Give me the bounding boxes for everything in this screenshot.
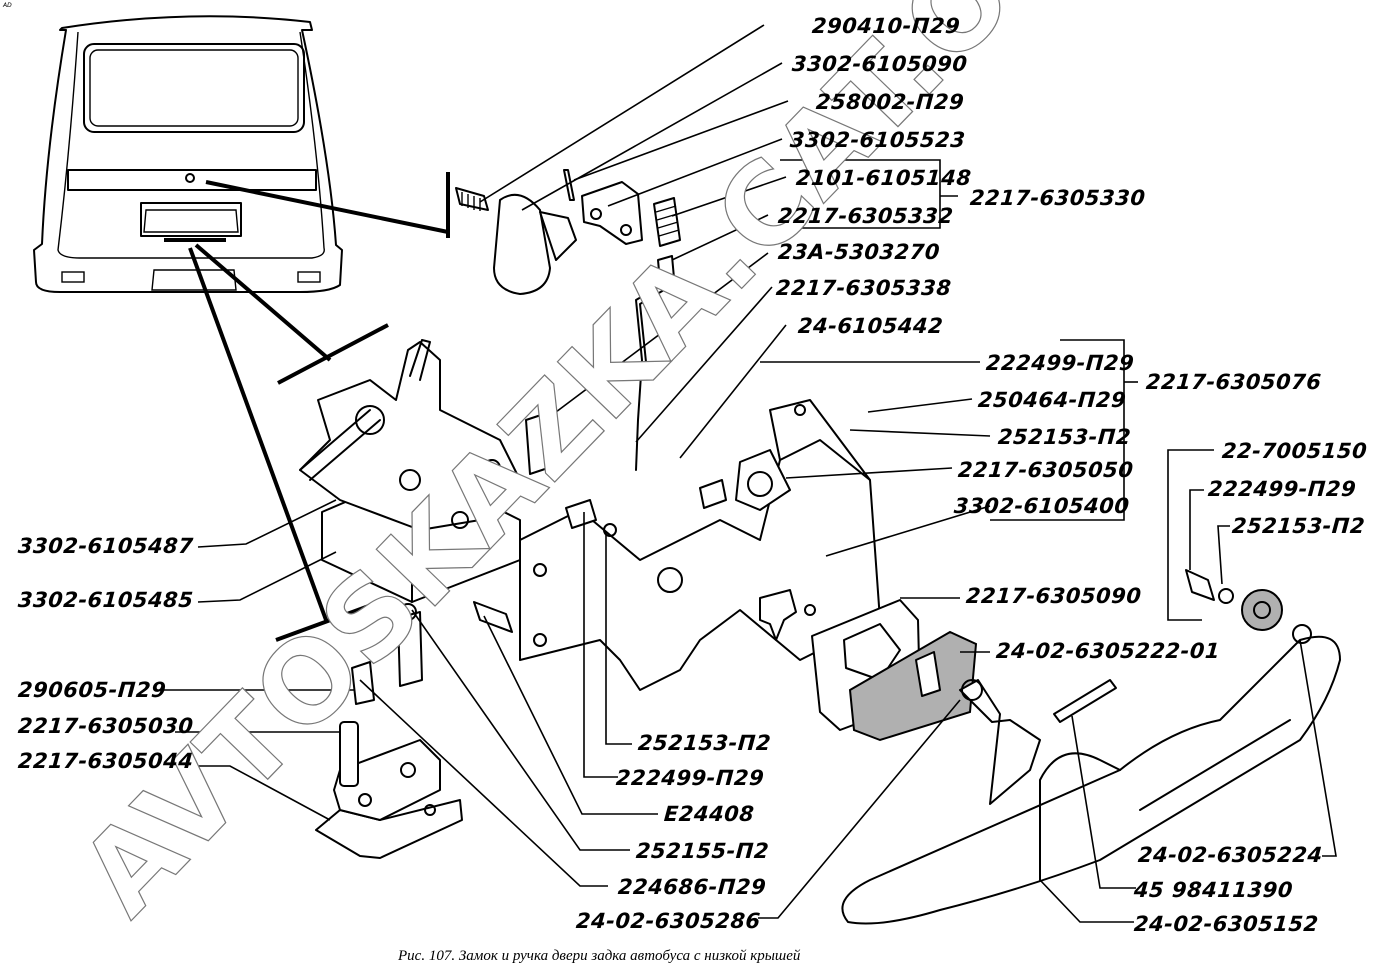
part-label: 252153-П2	[1231, 514, 1366, 538]
lock-cylinder-assembly	[455, 169, 681, 295]
label-leaders	[163, 24, 1337, 923]
part-label: 250464-П29	[977, 388, 1128, 412]
part-label: 3302-6105487	[17, 534, 195, 558]
corner-mark: AD	[3, 2, 12, 9]
part-label: 3302-6105485	[17, 588, 195, 612]
van-leader-lines	[188, 172, 450, 642]
part-label: 2217-6305338	[775, 276, 953, 300]
part-label: 23А-5303270	[777, 240, 941, 264]
part-label: 24-02-6305152	[1133, 912, 1320, 936]
part-label: 3302-6105090	[791, 52, 969, 76]
part-label: 258002-П29	[815, 90, 966, 114]
assembly-label: 2217-6305330	[969, 186, 1147, 210]
part-label: 22-7005150	[1221, 439, 1369, 463]
part-label: 252153-П2	[997, 425, 1132, 449]
part-label: 3302-6105400	[953, 494, 1131, 518]
part-label: 2217-6305030	[17, 714, 195, 738]
part-label: 2101-6105148	[795, 166, 973, 190]
part-label: 45 98411390	[1133, 878, 1294, 902]
part-label: 2217-6305044	[17, 749, 195, 773]
part-label: 24-02-6305222-01	[995, 639, 1221, 663]
mounting-bracket	[473, 399, 881, 691]
door-handle	[841, 569, 1341, 925]
part-label: 222499-П29	[615, 766, 766, 790]
part-label: 2217-6305332	[777, 204, 955, 228]
part-label: 224686-П29	[617, 875, 768, 899]
handle-plate	[811, 599, 978, 742]
part-label: 2217-6305050	[957, 458, 1135, 482]
part-label: 222499-П29	[985, 351, 1136, 375]
part-label: 24-02-6305224	[1137, 843, 1324, 867]
assembly-label: 2217-6305076	[1145, 370, 1323, 394]
figure-caption: Рис. 107. Замок и ручка двери задка авто…	[398, 948, 801, 964]
part-label: 222499-П29	[1207, 477, 1358, 501]
part-label: 24-02-6305286	[575, 909, 762, 933]
part-label: 290605-П29	[17, 678, 168, 702]
part-label: 2217-6305090	[965, 584, 1143, 608]
lock-mechanism	[299, 339, 521, 603]
part-label: 252153-П2	[637, 731, 772, 755]
lock-rod	[525, 285, 665, 475]
van-rear-view	[33, 15, 343, 293]
part-label: 24-6105442	[797, 314, 945, 338]
part-label: 252155-П2	[635, 839, 770, 863]
striker-plate	[315, 603, 463, 859]
handle-lever	[959, 679, 1117, 805]
part-label: Е24408	[663, 802, 756, 826]
part-label: 3302-6105523	[789, 128, 967, 152]
part-label: 290410-П29	[811, 14, 962, 38]
